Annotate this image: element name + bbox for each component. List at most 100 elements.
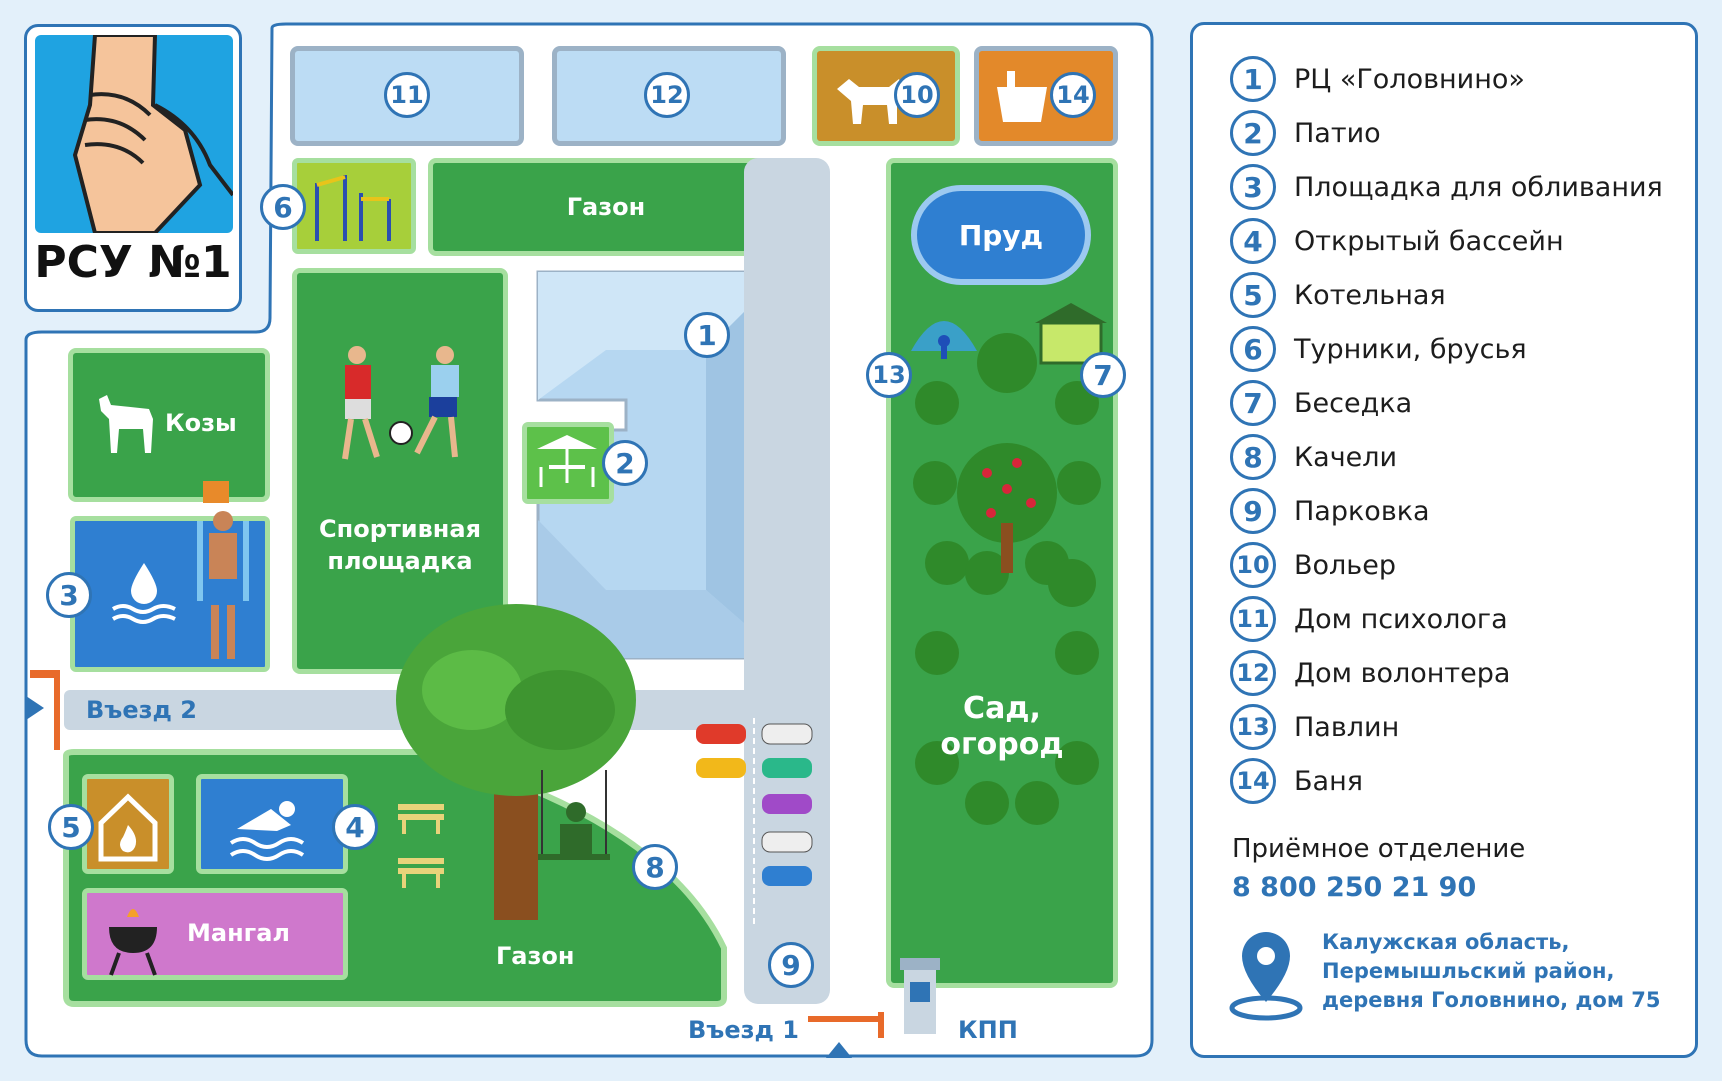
marker-3[interactable]: 3	[46, 572, 92, 618]
parking-lot	[696, 718, 813, 928]
garden-trees-icon	[913, 333, 1101, 825]
marker-9[interactable]: 9	[768, 942, 814, 988]
marker-10[interactable]: 10	[894, 72, 940, 118]
entry1-arrow-icon	[826, 1042, 852, 1058]
barbecue-area: Мангал	[82, 888, 348, 980]
pond-label: Пруд	[958, 218, 1044, 252]
dog-icon	[837, 79, 903, 124]
legend-number: 14	[1230, 758, 1276, 804]
water-drop-icon	[111, 563, 176, 624]
marker-2[interactable]: 2	[602, 440, 648, 486]
legend-number: 9	[1230, 488, 1276, 534]
entry1-label: Въезд 1	[688, 1016, 799, 1044]
pond: Пруд	[911, 185, 1091, 285]
marker-7[interactable]: 7	[1080, 352, 1126, 398]
legend-text: Открытый бассейн	[1294, 225, 1564, 257]
legend-text: Площадка для обливания	[1294, 171, 1663, 203]
checkpoint-label: КПП	[958, 1016, 1018, 1044]
football-players-icon	[342, 346, 459, 460]
swimmer-icon	[229, 801, 305, 861]
legend-item: 4 Открытый бассейн	[1230, 218, 1564, 264]
sports-ground-label: Спортивная площадка	[319, 515, 481, 575]
address-line-2: Перемышльский район,	[1322, 959, 1615, 983]
dousing-area	[70, 481, 270, 672]
handshake-logo-icon	[35, 35, 233, 233]
legend-text: Котельная	[1294, 279, 1446, 311]
logo-panel: РСУ №1	[24, 24, 242, 312]
marker-8[interactable]: 8	[632, 844, 678, 890]
legend-item: 13 Павлин	[1230, 704, 1399, 750]
legend-number: 1	[1230, 56, 1276, 102]
legend-item: 3 Площадка для обливания	[1230, 164, 1663, 210]
man-dousing-icon	[197, 481, 249, 659]
peacock-icon	[911, 321, 977, 359]
legend-number: 5	[1230, 272, 1276, 318]
marker-13[interactable]: 13	[866, 352, 912, 398]
marker-4[interactable]: 4	[332, 804, 378, 850]
legend-text: Дом волонтера	[1294, 657, 1511, 689]
legend-text: Вольер	[1294, 549, 1396, 581]
garden: Пруд Сад, огород	[886, 158, 1118, 988]
legend-item: 2 Патио	[1230, 110, 1381, 156]
garden-label: Сад, огород	[940, 691, 1064, 762]
bench-icon	[398, 804, 444, 888]
legend-number: 11	[1230, 596, 1276, 642]
road-vertical	[744, 158, 830, 1004]
location-pin-icon	[1229, 932, 1303, 1021]
legend-item: 6 Турники, брусья	[1230, 326, 1527, 372]
legend-number: 13	[1230, 704, 1276, 750]
bars-area	[292, 158, 416, 254]
legend-item: 7 Беседка	[1230, 380, 1412, 426]
legend-number: 2	[1230, 110, 1276, 156]
bucket-icon	[997, 71, 1047, 122]
phone-number[interactable]: 8 800 250 21 90	[1232, 872, 1477, 903]
legend-number: 7	[1230, 380, 1276, 426]
lawn-top-label: Газон	[566, 193, 646, 221]
table-umbrella-icon	[537, 435, 597, 487]
lawn-bottom-label: Газон	[496, 942, 575, 970]
legend-text: Патио	[1294, 117, 1381, 149]
grill-icon	[109, 909, 157, 976]
legend-item: 5 Котельная	[1230, 272, 1446, 318]
gazebo-icon	[1035, 303, 1107, 365]
sports-ground: Спортивная площадка	[292, 268, 508, 674]
pool	[196, 774, 348, 874]
legend-text: Качели	[1294, 441, 1398, 473]
logo-title: РСУ №1	[34, 237, 232, 288]
legend-item: 9 Парковка	[1230, 488, 1430, 534]
legend-text: Беседка	[1294, 387, 1413, 419]
boiler-room	[82, 774, 174, 874]
marker-14[interactable]: 14	[1050, 72, 1096, 118]
legend-number: 6	[1230, 326, 1276, 372]
marker-1[interactable]: 1	[684, 312, 730, 358]
goat-icon	[99, 395, 153, 453]
lawn-top: Газон	[428, 158, 784, 256]
legend-text: РЦ «Головнино»	[1294, 63, 1525, 95]
horizontal-bar-icon	[315, 175, 391, 241]
marker-12[interactable]: 12	[644, 72, 690, 118]
marker-11[interactable]: 11	[384, 72, 430, 118]
legend-number: 3	[1230, 164, 1276, 210]
legend-number: 12	[1230, 650, 1276, 696]
big-tree-swing-icon	[396, 604, 636, 920]
marker-6[interactable]: 6	[260, 184, 306, 230]
legend-item: 12 Дом волонтера	[1230, 650, 1510, 696]
legend-item: 10 Вольер	[1230, 542, 1396, 588]
marker-5[interactable]: 5	[48, 804, 94, 850]
legend-text: Баня	[1294, 765, 1363, 797]
house-flame-icon	[98, 793, 158, 862]
entry2-barrier-icon	[26, 670, 60, 750]
legend-text: Турники, брусья	[1294, 333, 1527, 365]
legend-text: Павлин	[1294, 711, 1400, 743]
legend-text: Дом психолога	[1294, 603, 1508, 635]
reception-label: Приёмное отделение	[1232, 834, 1526, 864]
goats-label: Козы	[165, 409, 237, 437]
legend-number: 4	[1230, 218, 1276, 264]
address-line-3: деревня Головнино, дом 75	[1322, 988, 1661, 1012]
legend-number: 10	[1230, 542, 1276, 588]
checkpoint-booth-icon	[900, 958, 940, 1034]
entry2-label: Въезд 2	[86, 696, 197, 724]
legend-text: Парковка	[1294, 495, 1430, 527]
legend-item: 14 Баня	[1230, 758, 1363, 804]
